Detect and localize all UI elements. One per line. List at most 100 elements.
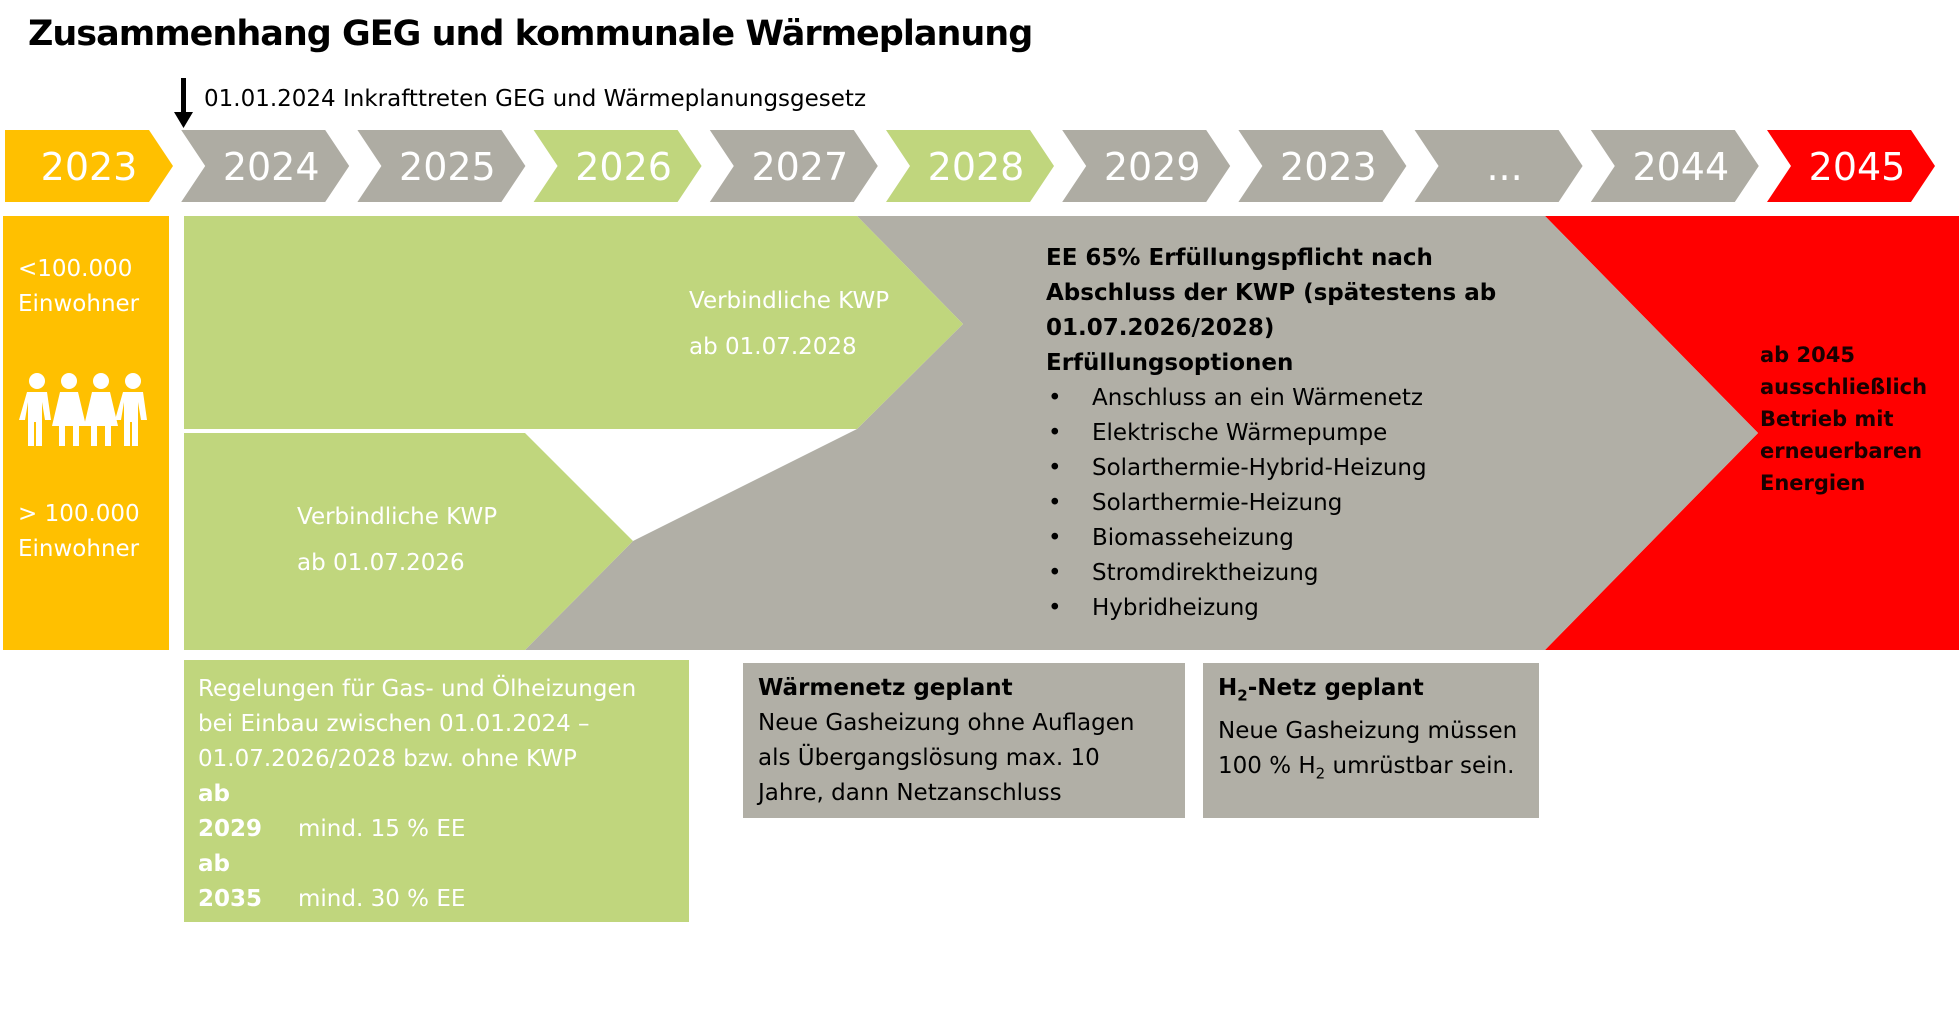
- bullet-icon: •: [1048, 525, 1062, 551]
- regelung-row: ab 2035 mind. 30 % EE: [198, 847, 689, 917]
- event-label: 01.01.2024 Inkrafttreten GEG und Wärmepl…: [204, 86, 867, 112]
- option-label: Elektrische Wärmepumpe: [1092, 420, 1388, 446]
- bullet-icon: •: [1048, 420, 1062, 446]
- timeline-year-5: 2028: [886, 130, 1054, 202]
- timeline-year-label: 2027: [751, 145, 848, 189]
- option-item: • Elektrische Wärmepumpe: [1046, 416, 1496, 451]
- bullet-icon: •: [1048, 455, 1062, 481]
- bullet-icon: •: [1048, 490, 1062, 516]
- option-item: •Anschluss an ein Wärmenetz: [1046, 381, 1496, 416]
- option-label: Hybridheizung: [1092, 595, 1259, 621]
- option-label: Stromdirektheizung: [1092, 560, 1319, 586]
- timeline-year-6: 2029: [1062, 130, 1231, 202]
- red-line3: Betrieb mit: [1760, 407, 1894, 431]
- timeline-chevron: [886, 130, 1054, 202]
- timeline-year-label: ...: [1486, 145, 1522, 189]
- red-line4: erneuerbaren: [1760, 439, 1923, 463]
- timeline-year-9: 2044: [1590, 130, 1759, 202]
- timeline-year-10: 2045: [1767, 130, 1935, 202]
- regelungen-box: Regelungen für Gas- und Ölheizungen bei …: [184, 660, 689, 1017]
- large-municipality-label: > 100.000 Einwohner: [18, 497, 140, 567]
- ee-grey-arrow: [525, 216, 1758, 650]
- ee-obligation-block: EE 65% Erfüllungspflicht nach Abschluss …: [1046, 241, 1496, 626]
- kwp-2026-line2: ab 01.07.2026: [297, 550, 465, 576]
- timeline: 2023 2024 2025 2026 2027 2028 2029 2023... 2044 2…: [5, 130, 1935, 202]
- ee-heading-line3: 01.07.2026/2028): [1046, 315, 1275, 341]
- timeline-year-label: 2026: [575, 145, 672, 189]
- person-icon-1: [19, 373, 51, 446]
- timeline-year-label: 2044: [1632, 145, 1729, 189]
- waermenetz-box: Wärmenetz geplant Neue Gasheizung ohne A…: [743, 663, 1185, 818]
- regelungen-line2: bei Einbau zwischen 01.01.2024 –: [198, 711, 590, 737]
- timeline-chevron: [1238, 130, 1407, 202]
- timeline-year-4: 2027: [709, 130, 878, 202]
- timeline-year-label: 2024: [223, 145, 320, 189]
- person-icon-4: [115, 373, 147, 446]
- kwp-2026-arrow: [184, 433, 633, 650]
- options-title: Erfüllungsoptionen: [1046, 350, 1294, 376]
- h2-line2: 100 % H2 umrüstbar sein.: [1218, 749, 1539, 792]
- h2-title: H2-Netz geplant: [1218, 671, 1539, 714]
- timeline-chevron: [709, 130, 878, 202]
- options-list: •Anschluss an ein Wärmenetz•Elektrische …: [1046, 381, 1496, 626]
- regelung-value: mind. 30 % EE: [298, 886, 466, 912]
- regelung-year: ab 2045: [198, 991, 303, 1017]
- timeline-year-2: 2025: [357, 130, 526, 202]
- kwp-2028-arrow: [184, 216, 963, 429]
- timeline-year-7: 2023: [1238, 130, 1407, 202]
- regelung-value: mind. 15 % EE: [298, 816, 466, 842]
- option-item: • Hybridheizung: [1046, 591, 1496, 626]
- regelung-year: ab 2040: [198, 921, 263, 982]
- timeline-year-label: 2023: [1280, 145, 1377, 189]
- small-municipality-label: <100.000 Einwohner: [18, 252, 139, 322]
- kwp-2028-label: Verbindliche KWP ab 01.07.2028: [689, 278, 889, 370]
- red-2045-label: ab 2045 ausschließlich Betrieb mit erneu…: [1760, 339, 1927, 499]
- regelungen-line3: 01.07.2026/2028 bzw. ohne KWP: [198, 746, 577, 772]
- timeline-chevron: [1590, 130, 1759, 202]
- option-label: Biomasseheizung: [1092, 525, 1294, 551]
- option-item: •Solarthermie-Heizung: [1046, 486, 1496, 521]
- timeline-year-label: 2029: [1104, 145, 1201, 189]
- h2-line2-pre: 100 % H: [1218, 752, 1316, 779]
- kwp-2028-line1: Verbindliche KWP: [689, 288, 890, 314]
- person-icon-3: [84, 373, 118, 446]
- ee-heading-line1: EE 65% Erfüllungspflicht nach: [1046, 245, 1433, 271]
- h2-title-post: -Netz geplant: [1247, 675, 1424, 701]
- timeline-chevron: [5, 130, 173, 202]
- bullet-icon: •: [1048, 385, 1062, 411]
- large-label-line1: > 100.000: [18, 501, 140, 527]
- timeline-chevron: [1062, 130, 1231, 202]
- bands-diagram: [3, 216, 1959, 650]
- regelung-value: 100 % EE: [366, 991, 476, 1017]
- small-label-line1: <100.000: [18, 256, 133, 282]
- h2-line2-post: umrüstbar sein.: [1325, 752, 1515, 779]
- h2-line2-sub: 2: [1315, 764, 1326, 783]
- h2-title-pre: H: [1218, 675, 1238, 701]
- page-title: Zusammenhang GEG und kommunale Wärmeplan…: [28, 14, 1033, 54]
- bullet-icon: •: [1048, 560, 1062, 586]
- red-2045-band: [1545, 216, 1959, 650]
- kwp-2028-line2: ab 01.07.2028: [689, 334, 857, 360]
- kwp-2026-label: Verbindliche KWP ab 01.07.2026: [297, 494, 497, 586]
- kwp-2026-line1: Verbindliche KWP: [297, 504, 498, 530]
- small-label-line2: Einwohner: [18, 291, 140, 317]
- timeline-year-0: 2023: [5, 130, 173, 202]
- regelung-value: mind. 60 % EE: [298, 956, 466, 982]
- bullet-icon: •: [1048, 595, 1062, 621]
- timeline-year-label: 2028: [928, 145, 1025, 189]
- regelung-year: ab 2035: [198, 851, 263, 912]
- h2-title-sub: 2: [1237, 686, 1248, 705]
- waermenetz-title: Wärmenetz geplant: [758, 675, 1013, 701]
- timeline-chevron: [533, 130, 702, 202]
- red-line5: Energien: [1760, 471, 1866, 495]
- timeline-chevron: [181, 130, 350, 202]
- timeline-chevron: [1767, 130, 1935, 202]
- down-arrow-icon: [174, 78, 193, 128]
- people-icon: [19, 373, 147, 446]
- option-item: •Solarthermie-Hybrid-Heizung: [1046, 451, 1496, 486]
- waermenetz-line2: als Übergangslösung max. 10: [758, 745, 1100, 771]
- red-line1: ab 2045: [1760, 343, 1855, 367]
- regelung-row: ab 2040 mind. 60 % EE: [198, 917, 689, 987]
